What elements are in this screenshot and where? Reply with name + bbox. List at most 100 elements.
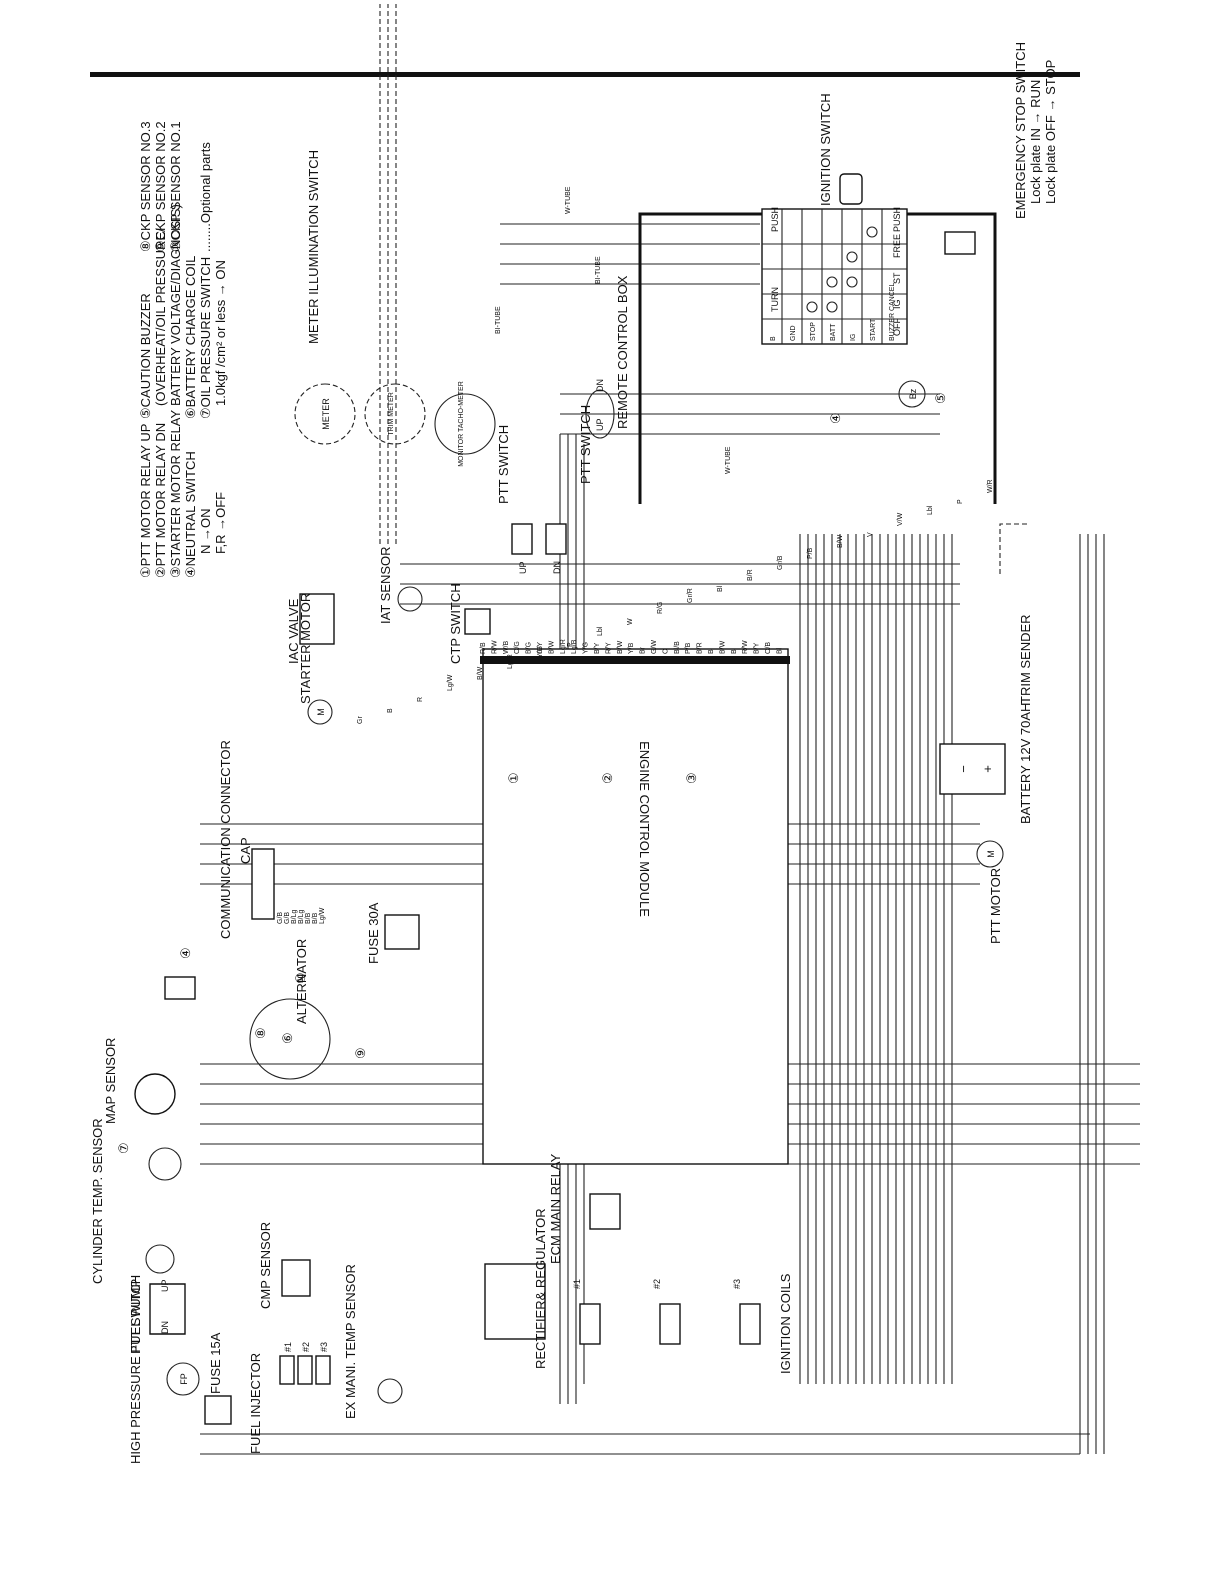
ptt-motor-m: M <box>986 850 996 858</box>
ign-term-start: START <box>870 318 877 341</box>
tacho-meter-icon <box>434 393 496 455</box>
meter-icon <box>294 383 356 445</box>
num-10: ⑩ <box>293 972 308 984</box>
ign-term-stop: STOP <box>810 322 817 341</box>
legend-right-1: ⑧CKP SENSOR NO.3 <box>138 121 153 252</box>
legend-middle-3: BATTERY VOLTAGE/DIAGNOSIS) <box>168 204 183 406</box>
ecm-pin-0: R/B <box>480 642 487 654</box>
battery-icon <box>939 743 1006 795</box>
ignition-key-icon <box>839 173 863 205</box>
injector-3-icon <box>315 1355 331 1385</box>
ign-term-ig: IG <box>850 334 857 341</box>
num-3: ③ <box>684 772 699 784</box>
ecm-pin-7: Lg/R <box>560 639 567 654</box>
ptt-motor-icon <box>976 840 1004 868</box>
wire-code-18: V/W <box>897 512 904 526</box>
ecm-pin-20: B <box>708 649 715 654</box>
oil-pressure-switch-icon <box>148 1147 182 1181</box>
w-tube-top: W-TUBE <box>565 186 572 214</box>
ptt-switch-engine-icon <box>149 1283 186 1335</box>
ignition-switch-table: PUSH FREE ST IG OFF B GND STOP BATT IG S… <box>761 93 908 345</box>
ecm-pin-2: W/B <box>503 640 510 654</box>
ptt-switch-remote-icon <box>585 389 615 439</box>
inj-3: #3 <box>319 1342 329 1352</box>
map-sensor-label: MAP SENSOR <box>103 1038 118 1124</box>
ign-contact-6 <box>866 226 878 238</box>
ecm-pin-25: O/B <box>765 642 772 654</box>
battery-plus: + <box>980 765 995 773</box>
communication-connector-label: COMMUNICATION CONNECTOR <box>218 740 233 939</box>
ecm-pin-3: O/G <box>514 641 521 654</box>
fuse-30a-icon <box>384 914 420 950</box>
wire-code-4: B/W <box>477 666 484 680</box>
coil-3: #3 <box>732 1279 742 1289</box>
wire-code-14: Gr/B <box>777 555 784 570</box>
ptt-switch-engine-label: PTT SWITCH <box>128 1275 143 1354</box>
ctp-switch-icon <box>464 608 491 635</box>
legend-left-2: ②PTT MOTOR RELAY DN <box>153 423 168 578</box>
num-1: ① <box>506 772 521 784</box>
middle-components: IAC VALVE IAT SENSOR CTP SWITCH STARTER … <box>164 546 1033 1080</box>
wire-code-3: Lg/W <box>447 674 454 691</box>
buzzer: Bz ⑤ ④ <box>828 380 948 424</box>
ignition-table-outline <box>761 208 908 345</box>
ptt-handle-up-icon <box>511 523 533 555</box>
comm-pin-3: B/Lg <box>298 909 305 924</box>
tacho-meter-label: MONITOR TACHO-METER <box>458 381 465 467</box>
ptt-switch-handle-label: PTT SWITCH <box>496 425 511 504</box>
ptt-remote-up: UP <box>595 418 605 431</box>
buzzer-label: Bz <box>908 388 918 399</box>
ecm-main-relay-icon <box>589 1193 621 1230</box>
ecm-pin-1: R/W <box>491 640 498 654</box>
fuel-injector-label: FUEL INJECTOR <box>248 1353 263 1454</box>
bl-tube-2: BI-TUBE <box>495 306 502 334</box>
wire-code-16: B/W <box>837 534 844 548</box>
ptt-handle-dn-icon <box>545 523 567 555</box>
ptt-remote-dn: DN <box>595 379 605 392</box>
ecm-label: ENGINE CONTROL MODULE <box>637 741 652 917</box>
starter-motor-m: M <box>316 708 326 716</box>
fuel-pump-fp: FP <box>179 1373 189 1385</box>
fuse-30a-label: FUSE 30A <box>366 902 381 964</box>
inj-1: #1 <box>283 1342 293 1352</box>
ex-mani-temp-label: EX MANI. TEMP SENSOR <box>343 1264 358 1419</box>
ecm-pin-23: R/W <box>742 640 749 654</box>
legend-right-2: ⑨CKP SENSOR NO.2 <box>153 121 168 252</box>
ecm-pin-11: R/Y <box>605 642 612 654</box>
meter-illumination-label: METER ILLUMINATION SWITCH <box>306 150 321 344</box>
ecm-pin-8: Lg/B <box>571 639 578 654</box>
bl-tube-1: BI-TUBE <box>595 256 602 284</box>
wire-code-7: P <box>567 642 574 647</box>
wire-code-6: Y/G <box>537 646 544 658</box>
ign-pos-push: PUSH <box>892 207 902 232</box>
legend-left-4: ④NEUTRAL SWITCH <box>183 451 198 578</box>
ignition-switch-label: IGNITION SWITCH <box>818 93 833 206</box>
iac-valve-label: IAC VALVE <box>286 598 301 664</box>
remote-control-box-label: REMOTE CONTROL BOX <box>615 275 630 429</box>
starter-motor-label: STARTER MOTOR <box>298 593 313 704</box>
communication-connector-icon <box>251 848 275 920</box>
battery-label: BATTERY 12V 70AH <box>1018 703 1033 824</box>
ecm-pin-5: G/Y <box>537 642 544 654</box>
wire-code-10: R/G <box>657 602 664 614</box>
legend-right: ⑧CKP SENSOR NO.3 ⑨CKP SENSOR NO.2 ⑩CKP S… <box>138 121 213 252</box>
wire-code-9: W <box>627 618 634 625</box>
left-components: MAP SENSOR ⑦ CYLINDER TEMP. SENSOR CMP S… <box>90 1038 793 1464</box>
rectifier-regulator-icon <box>484 1263 546 1340</box>
wire-code-8: Lbl <box>597 626 604 636</box>
fuse-15a-label: FUSE 15A <box>208 1332 223 1394</box>
cmp-sensor-label: CMP SENSOR <box>258 1222 273 1309</box>
ecm-connector-strip <box>480 656 790 664</box>
ecm-pin-17: Bl/B <box>674 641 681 654</box>
comm-pin-0: G/B <box>277 912 284 924</box>
ecm-pin-6: B/W <box>548 640 555 654</box>
starter-motor-icon <box>307 699 333 725</box>
ignition-coil-3-icon <box>739 1303 761 1345</box>
num-8: ⑧ <box>253 1027 268 1039</box>
ign-contact-3 <box>826 276 838 288</box>
ecm-pin-22: B <box>731 649 738 654</box>
num-9: ⑨ <box>353 1047 368 1059</box>
emergency-stop-icon <box>944 231 976 255</box>
ign-turn: TURN <box>770 287 780 312</box>
